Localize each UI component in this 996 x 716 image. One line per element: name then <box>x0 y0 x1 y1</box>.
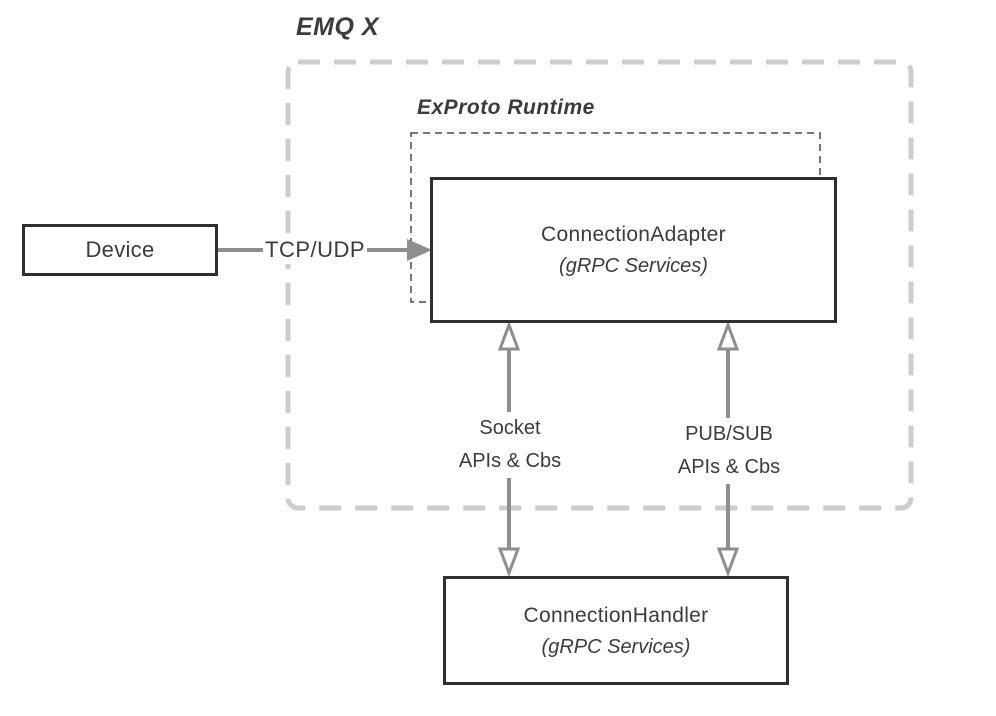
device-node: Device <box>22 224 218 276</box>
connection-handler-label: ConnectionHandler <box>523 603 709 627</box>
pubsub-edge-label-line1: PUB/SUB <box>685 423 773 445</box>
tcp-udp-arrowhead-icon <box>407 239 432 261</box>
connection-handler-node: ConnectionHandler (gRPC Services) <box>443 576 789 685</box>
exproto-runtime-title: ExProto Runtime <box>417 96 595 119</box>
pubsub-arrowhead-down-icon <box>716 547 740 578</box>
socket-arrowhead-down-icon <box>497 547 521 578</box>
socket-edge-label-line1: Socket <box>479 417 541 439</box>
connection-handler-sublabel: (gRPC Services) <box>541 635 691 658</box>
connection-adapter-sublabel: (gRPC Services) <box>559 255 708 277</box>
socket-arrowhead-up-icon <box>497 320 521 351</box>
device-node-label: Device <box>85 237 155 262</box>
socket-edge-label: Socket APIs & Cbs <box>452 412 568 478</box>
pubsub-arrowhead-up-icon <box>716 320 740 351</box>
tcp-udp-edge-label: TCP/UDP <box>263 236 368 264</box>
socket-edge-label-line2: APIs & Cbs <box>458 450 562 472</box>
emqx-container-border <box>285 59 914 511</box>
pubsub-edge-label-line2: APIs & Cbs <box>677 456 781 478</box>
connection-adapter-label: ConnectionAdapter <box>541 223 726 246</box>
emqx-container-title: EMQ X <box>296 13 380 41</box>
connection-adapter-node: ConnectionAdapter (gRPC Services) <box>430 177 837 323</box>
pubsub-edge-label: PUB/SUB APIs & Cbs <box>671 418 787 484</box>
